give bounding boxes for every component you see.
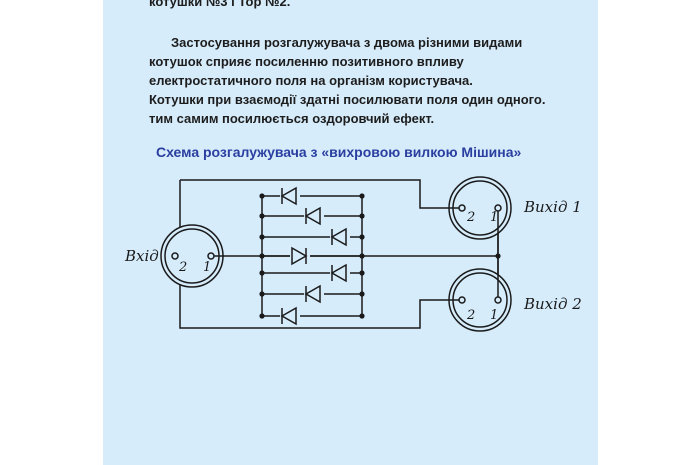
paragraph-line: котушок сприяє посиленню позитивного впл… xyxy=(149,54,464,69)
paragraph-line: тим самим посилюється оздоровчий ефект. xyxy=(149,111,435,126)
diode-symbol xyxy=(280,186,300,206)
scheme-title: Схема розгалужувача з «вихровою вилкою М… xyxy=(156,144,522,160)
diode-symbol xyxy=(280,306,300,326)
output2-label: Вихід 2 xyxy=(523,295,582,313)
paragraph-line: Котушки при взаємодії здатні посилювати … xyxy=(149,92,546,107)
input-pin-2-label: 2 xyxy=(178,260,187,275)
description-paragraph: Застосування розгалужувача з двома різни… xyxy=(149,33,545,128)
frame-wire xyxy=(180,179,454,209)
diode-symbol xyxy=(290,246,310,266)
input-pin-1-label: 1 xyxy=(203,260,211,275)
output1-pin-1-label: 1 xyxy=(490,210,498,225)
input-connector xyxy=(160,224,224,288)
diode-symbol xyxy=(330,263,350,283)
top-text-line: котушки №3 і Тор №2. xyxy=(149,0,291,9)
paragraph-line: електростатичного поля на організм корис… xyxy=(149,73,473,88)
output1-pin-2-label: 2 xyxy=(466,210,475,225)
junction-dots xyxy=(259,193,501,319)
output1-label: Вихід 1 xyxy=(523,198,582,216)
output2-pin-2-label: 2 xyxy=(466,308,475,323)
diode-symbol xyxy=(330,227,350,247)
diode-symbol xyxy=(304,206,324,226)
output2-pin-1-label: 1 xyxy=(490,308,498,323)
input-label: Вхід xyxy=(124,247,159,265)
paragraph-line: Застосування розгалужувача з двома різни… xyxy=(171,35,523,50)
diode-symbol xyxy=(304,284,324,304)
